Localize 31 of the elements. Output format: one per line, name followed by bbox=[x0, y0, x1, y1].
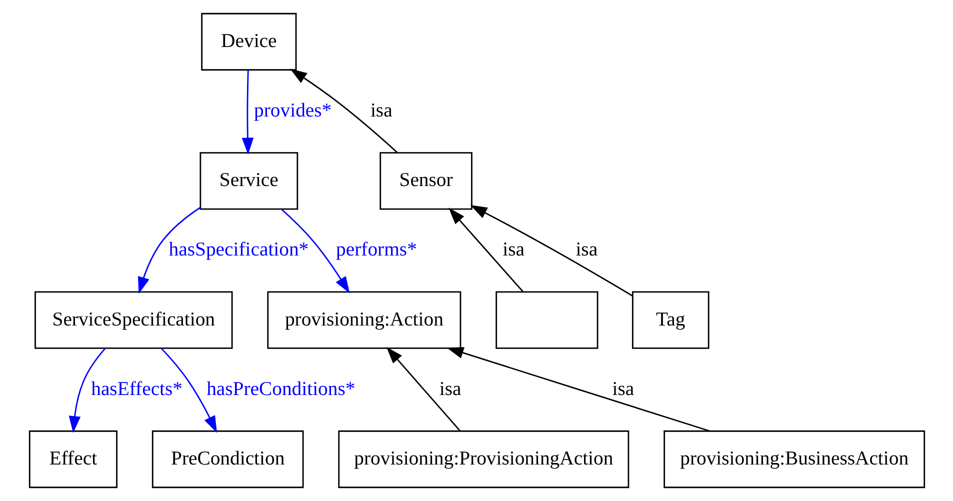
edge-label: isa bbox=[438, 378, 461, 400]
node-box: Tag bbox=[631, 291, 709, 349]
arrow bbox=[446, 347, 710, 432]
arrow bbox=[280, 209, 350, 294]
arrow bbox=[386, 346, 460, 432]
edge-label: hasSpecification* bbox=[168, 238, 308, 261]
node-box: Effect bbox=[28, 430, 117, 488]
arrow bbox=[470, 205, 632, 296]
arrow bbox=[290, 68, 398, 154]
edge-label: hasEffects* bbox=[90, 378, 182, 400]
arrow bbox=[138, 207, 200, 294]
node-box bbox=[495, 291, 598, 349]
node-box: provisioning:ProvisioningAction bbox=[338, 430, 629, 488]
node-box: ServiceSpecification bbox=[34, 291, 232, 349]
arrow bbox=[68, 348, 106, 434]
arrow bbox=[448, 208, 524, 292]
node-box: PreCondiction bbox=[151, 430, 304, 488]
arrow bbox=[241, 70, 254, 155]
arrow bbox=[160, 348, 217, 433]
edge-label: isa bbox=[370, 100, 392, 122]
edge-label: hasPreConditions* bbox=[206, 378, 355, 400]
edge-label: performs* bbox=[336, 238, 416, 261]
node-box: Service bbox=[199, 152, 298, 210]
edge-label: isa bbox=[612, 378, 634, 400]
edge-label: isa bbox=[502, 238, 524, 261]
node-box: provisioning:Action bbox=[266, 291, 461, 349]
node-box: Sensor bbox=[379, 152, 472, 210]
node-box: Device bbox=[200, 12, 296, 71]
node-box: provisioning:BusinessAction bbox=[663, 430, 925, 488]
edge-label: isa bbox=[575, 238, 598, 261]
edge-label: provides* bbox=[254, 100, 332, 122]
